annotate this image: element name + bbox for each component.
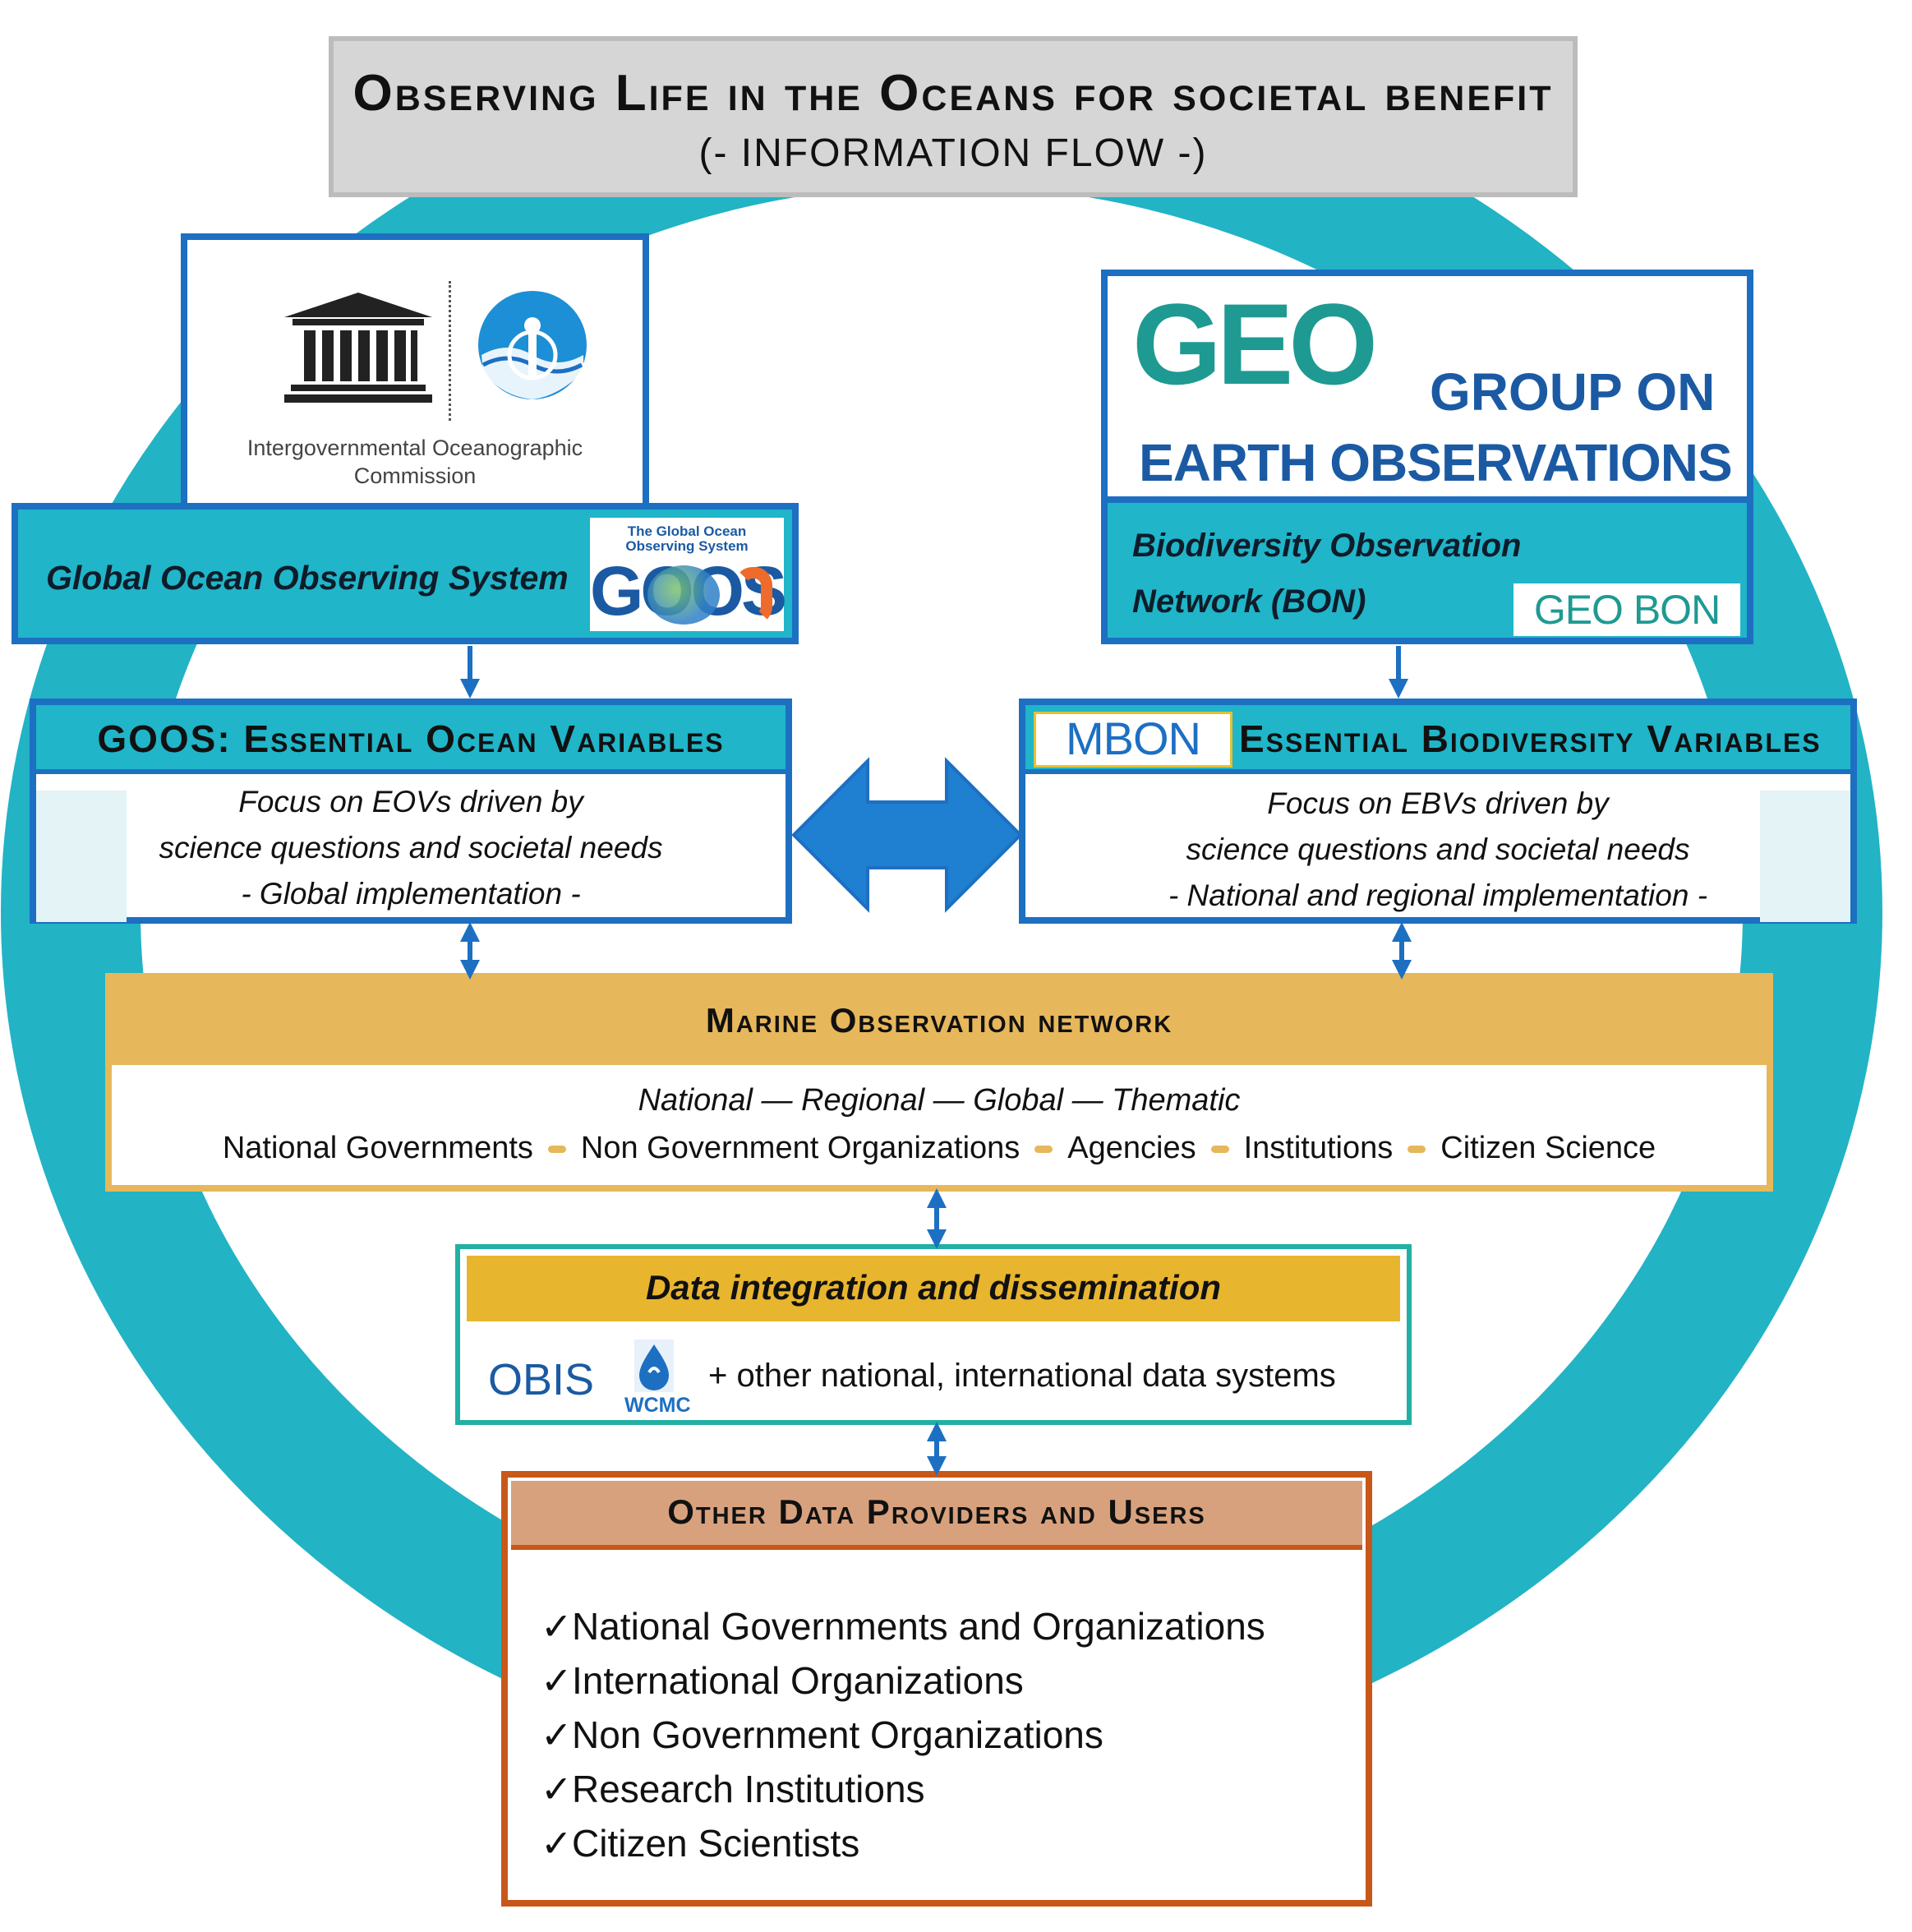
ebv-text-line2: science questions and societal needs xyxy=(1186,832,1690,866)
ebv-watermark xyxy=(1760,791,1850,922)
list-item: ✓International Organizations xyxy=(541,1653,1265,1708)
marine-network-actors: National Governments Non Government Organ… xyxy=(112,1131,1767,1166)
providers-title: Other Data Providers and Users xyxy=(667,1492,1206,1531)
ioc-caption: Intergovernmental Oceanographic Commissi… xyxy=(187,434,643,490)
ebv-text-line1: Focus on EBVs driven by xyxy=(1267,786,1609,820)
goos-bar: Global Ocean Observing System The Global… xyxy=(12,503,799,644)
mbon-logo: MBON xyxy=(1034,712,1232,768)
eov-watermark xyxy=(36,791,127,922)
goos-logo-caption-2: Observing System xyxy=(625,538,749,554)
title-main: Observing Life in the Oceans for societa… xyxy=(352,65,1554,122)
marine-network-header: Marine Observation network xyxy=(112,980,1767,1065)
wcmc-logo-text: WCMC xyxy=(624,1394,691,1417)
list-item: ✓National Governments and Organizations xyxy=(541,1599,1265,1653)
bon-bar: Biodiversity Observation Network (BON) G… xyxy=(1101,496,1753,644)
eov-text-line2: science questions and societal needs xyxy=(159,831,663,865)
other-data-systems: + other national, international data sys… xyxy=(708,1358,1336,1394)
provider-label: Non Government Organizations xyxy=(572,1713,1103,1756)
separator-dot xyxy=(1408,1146,1426,1154)
goos-logo: The Global Ocean Observing System GOOS xyxy=(590,518,787,631)
list-item: ✓Citizen Scientists xyxy=(541,1816,1265,1870)
unesco-ioc-logo-box: Intergovernmental Oceanographic Commissi… xyxy=(181,233,649,513)
geo-logo-box: GEO GROUP ON EARTH OBSERVATIONS xyxy=(1101,270,1753,503)
providers-header: Other Data Providers and Users xyxy=(511,1481,1362,1550)
bon-label-line2: Network (BON) xyxy=(1132,583,1366,620)
eov-box: GOOS: Essential Ocean Variables Focus on… xyxy=(30,699,792,924)
ioc-caption-line1: Intergovernmental Oceanographic xyxy=(246,436,583,460)
ioc-caption-line2: Commission xyxy=(353,463,477,488)
actor-agencies: Agencies xyxy=(1067,1131,1196,1165)
eov-heading: GOOS: Essential Ocean Variables xyxy=(97,717,725,760)
geobon-logo-text: GEO BON xyxy=(1533,587,1721,633)
checkmark-icon: ✓ xyxy=(541,1659,573,1702)
geo-logo-mark: GEO xyxy=(1132,279,1378,408)
goos-label: Global Ocean Observing System xyxy=(46,559,569,597)
eov-body: Focus on EOVs driven by science question… xyxy=(36,774,786,922)
ebv-heading: Essential Biodiversity Variables xyxy=(1239,717,1822,760)
marine-network-scales: National — Regional — Global — Thematic xyxy=(638,1083,1241,1118)
obis-logo: OBIS xyxy=(488,1355,595,1404)
logo-divider xyxy=(449,281,451,421)
geobon-logo: GEO BON xyxy=(1513,583,1740,636)
marine-network-title: Marine Observation network xyxy=(705,1001,1173,1040)
checkmark-icon: ✓ xyxy=(541,1713,573,1756)
checkmark-icon: ✓ xyxy=(541,1822,573,1865)
ebv-body: Focus on EBVs driven by science question… xyxy=(1025,774,1850,922)
bon-label-line1: Biodiversity Observation xyxy=(1132,528,1522,564)
marine-observation-network-box: Marine Observation network National — Re… xyxy=(105,973,1773,1192)
ebv-box: MBON Essential Biodiversity Variables Fo… xyxy=(1019,699,1857,924)
data-integration-box: Data integration and dissemination OBIS … xyxy=(455,1244,1412,1425)
title-banner: Observing Life in the Oceans for societa… xyxy=(329,36,1578,197)
title-subtitle: (- INFORMATION FLOW -) xyxy=(698,131,1208,175)
separator-dot xyxy=(1210,1146,1229,1154)
wcmc-drop-icon xyxy=(634,1339,674,1392)
eov-text-line1: Focus on EOVs driven by xyxy=(238,785,583,818)
actor-institutions: Institutions xyxy=(1243,1131,1394,1165)
ioc-globe-logo xyxy=(478,291,587,399)
separator-dot xyxy=(547,1146,566,1154)
actor-citizen-science: Citizen Science xyxy=(1440,1131,1656,1165)
ebv-text-line3: - National and regional implementation - xyxy=(1168,878,1708,912)
actor-ngos: Non Government Organizations xyxy=(580,1131,1021,1165)
provider-label: International Organizations xyxy=(572,1659,1024,1702)
unesco-temple-logo xyxy=(284,293,432,403)
provider-label: National Governments and Organizations xyxy=(572,1605,1265,1648)
goos-s-accent xyxy=(735,567,772,625)
geo-group-on: GROUP ON xyxy=(1430,362,1716,422)
list-item: ✓Non Government Organizations xyxy=(541,1708,1265,1762)
ebv-header: MBON Essential Biodiversity Variables xyxy=(1025,705,1850,774)
data-integration-header: Data integration and dissemination xyxy=(467,1256,1400,1321)
checkmark-icon: ✓ xyxy=(541,1605,573,1648)
providers-box: Other Data Providers and Users ✓National… xyxy=(501,1471,1372,1907)
geo-earth-observations: EARTH OBSERVATIONS xyxy=(1139,433,1733,492)
separator-dot xyxy=(1034,1146,1053,1154)
eov-text-line3: - Global implementation - xyxy=(241,877,581,911)
eov-header: GOOS: Essential Ocean Variables xyxy=(36,705,786,774)
checkmark-icon: ✓ xyxy=(541,1768,573,1810)
goos-globe-icon xyxy=(647,565,720,625)
list-item: ✓Research Institutions xyxy=(541,1762,1265,1816)
actor-national-governments: National Governments xyxy=(222,1131,533,1165)
provider-label: Citizen Scientists xyxy=(572,1822,860,1865)
goos-logo-caption-1: The Global Ocean xyxy=(627,523,747,539)
data-integration-title: Data integration and dissemination xyxy=(645,1268,1222,1307)
providers-list: ✓National Governments and Organizations … xyxy=(541,1599,1265,1870)
provider-label: Research Institutions xyxy=(572,1768,925,1810)
